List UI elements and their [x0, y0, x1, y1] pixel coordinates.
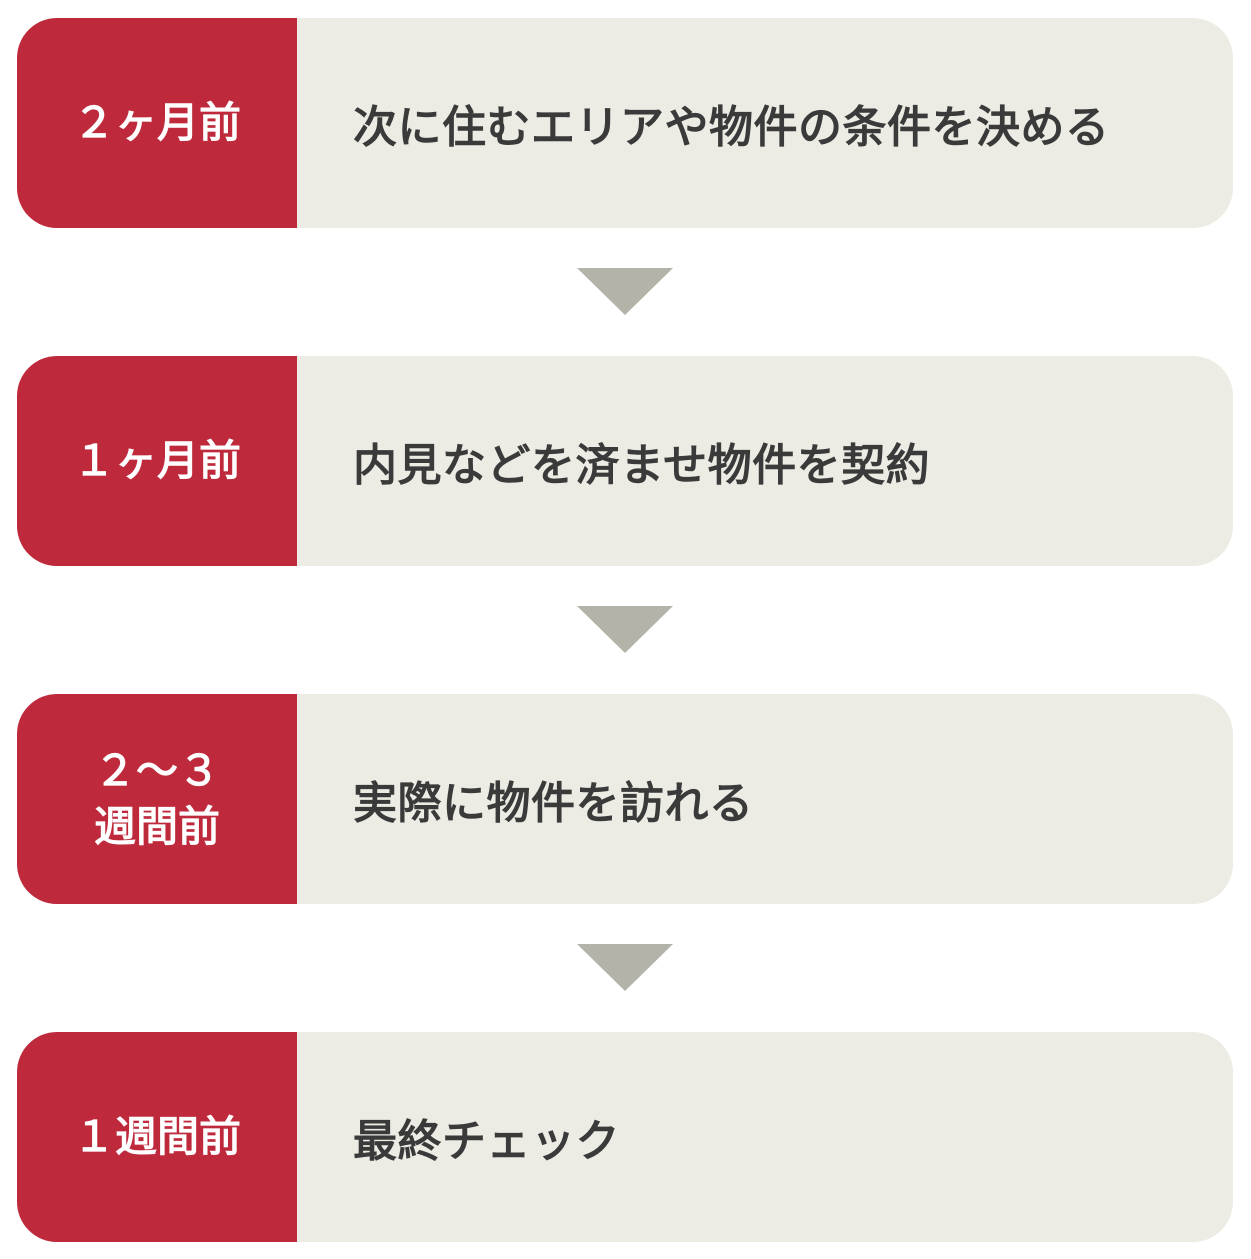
- timing-line: ２ヶ月前: [72, 98, 241, 147]
- down-arrow-icon: [577, 268, 673, 315]
- timing-line: １ヶ月前: [72, 436, 241, 485]
- timing-line: 週間前: [93, 802, 220, 851]
- step-1-week-before: １週間前 最終チェック: [17, 1032, 1233, 1242]
- timing-label: １ヶ月前: [17, 356, 297, 566]
- task-label: 最終チェック: [353, 1116, 620, 1167]
- timing-line: ２～３: [93, 746, 220, 795]
- step-2-3-weeks-before: ２～３ 週間前 実際に物件を訪れる: [17, 694, 1233, 904]
- timing-line: １週間前: [72, 1112, 241, 1161]
- task-label: 実際に物件を訪れる: [353, 778, 754, 829]
- task-label: 次に住むエリアや物件の条件を決める: [353, 102, 1110, 153]
- down-arrow-icon: [577, 944, 673, 991]
- step-1-month-before: １ヶ月前 内見などを済ませ物件を契約: [17, 356, 1233, 566]
- timing-label: １週間前: [17, 1032, 297, 1242]
- task-label: 内見などを済ませ物件を契約: [353, 440, 931, 491]
- timing-label: ２ヶ月前: [17, 18, 297, 228]
- step-2-months-before: ２ヶ月前 次に住むエリアや物件の条件を決める: [17, 18, 1233, 228]
- timing-label: ２～３ 週間前: [17, 694, 297, 904]
- down-arrow-icon: [577, 606, 673, 653]
